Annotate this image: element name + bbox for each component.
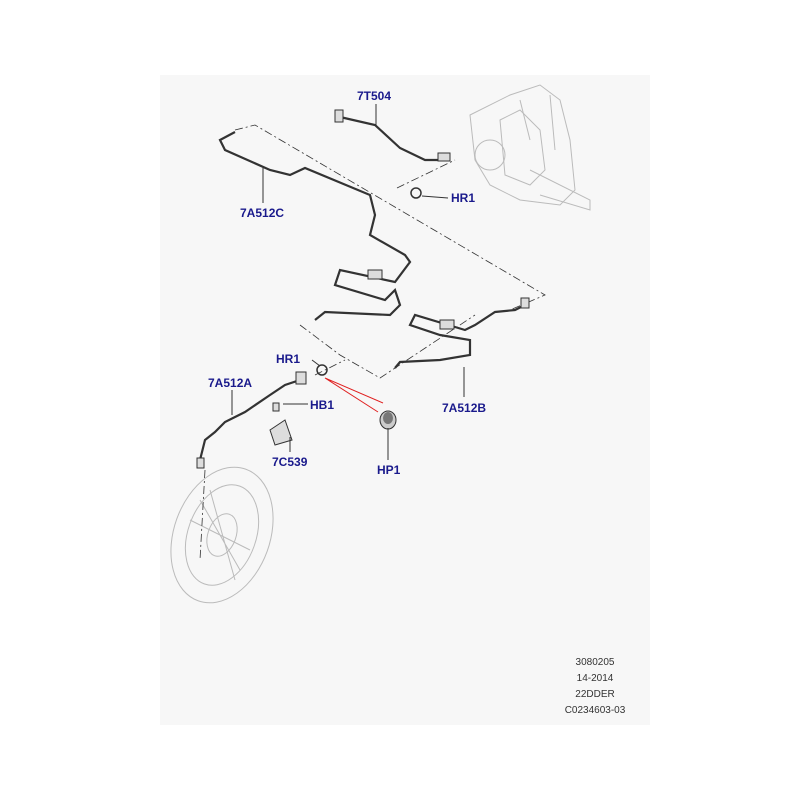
diagram-reference: C0234603-03 (564, 705, 626, 716)
diagram-date: 14-2014 (576, 673, 614, 684)
diagram-code: 22DDER (575, 689, 615, 700)
clutch-cover-ghost (170, 466, 274, 604)
pipe-7A512A (198, 378, 301, 461)
callout-7C539[interactable]: 7C539 (272, 455, 308, 469)
callout-HB1[interactable]: HB1 (310, 398, 335, 412)
hp1-part (379, 410, 397, 430)
diagram-panel (160, 75, 650, 725)
callout-HR1-upper[interactable]: HR1 (451, 191, 476, 205)
callout-7A512B[interactable]: 7A512B (442, 401, 487, 415)
retaining-clips (316, 187, 422, 376)
callout-7A512A[interactable]: 7A512A (208, 376, 253, 390)
pipe-7A512B (394, 304, 526, 369)
pedal-box-ghost (469, 84, 591, 211)
highlight-lines (324, 377, 384, 413)
callout-HP1[interactable]: HP1 (377, 463, 401, 477)
callout-7T504[interactable]: 7T504 (357, 89, 392, 103)
pipes (198, 115, 526, 461)
connectors (196, 109, 530, 469)
diagram-number: 3080205 (575, 657, 615, 668)
callout-7A512C[interactable]: 7A512C (240, 206, 285, 220)
pipe-7A512C (218, 131, 412, 321)
leader-lines (231, 104, 465, 460)
pipe-7T504 (339, 115, 440, 162)
callout-HR1-lower[interactable]: HR1 (276, 352, 301, 366)
